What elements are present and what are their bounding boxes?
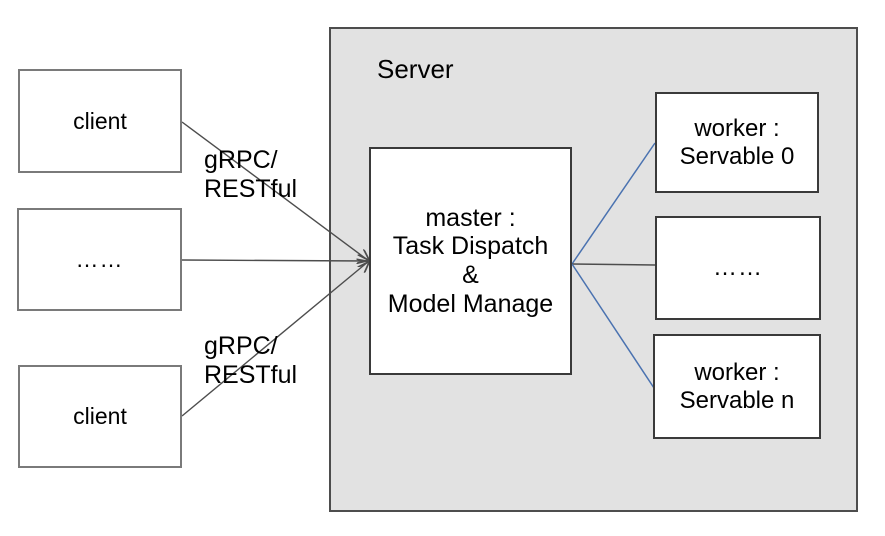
worker-box-middle-label: …… bbox=[713, 254, 763, 282]
edge-label-top-line-2: RESTful bbox=[204, 175, 298, 203]
worker-box-0-line-1: worker : bbox=[694, 114, 780, 142]
client-box-top[interactable]: client bbox=[18, 69, 182, 173]
server-label: Server bbox=[377, 54, 454, 84]
client-box-bottom-label: client bbox=[73, 403, 127, 430]
client-box-middle[interactable]: …… bbox=[17, 208, 182, 311]
worker-box-n[interactable]: worker : Servable n bbox=[653, 334, 821, 439]
master-line-1: master : bbox=[425, 203, 516, 232]
master-line-3: & bbox=[462, 261, 479, 289]
master-line-4: Model Manage bbox=[387, 289, 554, 318]
edge-label-top: gRPC/ RESTful bbox=[204, 146, 297, 204]
master-line-2: Task Dispatch bbox=[392, 232, 549, 261]
worker-box-n-line-1: worker : bbox=[694, 358, 780, 386]
client-box-top-label: client bbox=[73, 107, 127, 134]
worker-box-middle[interactable]: …… bbox=[655, 216, 821, 320]
edge-label-bottom-line-2: RESTful bbox=[204, 361, 298, 389]
client-box-middle-label: …… bbox=[75, 246, 124, 273]
edge-label-bottom-line-1: gRPC/ bbox=[204, 332, 278, 360]
client-box-bottom[interactable]: client bbox=[18, 365, 182, 468]
master-box[interactable]: master : Task Dispatch & Model Manage bbox=[369, 147, 572, 375]
worker-box-n-line-2: Servable n bbox=[679, 386, 795, 414]
worker-box-0[interactable]: worker : Servable 0 bbox=[655, 92, 819, 193]
edge-label-top-line-1: gRPC/ bbox=[204, 146, 278, 174]
worker-box-0-line-2: Servable 0 bbox=[679, 142, 795, 170]
edge-label-bottom: gRPC/ RESTful bbox=[204, 332, 297, 390]
